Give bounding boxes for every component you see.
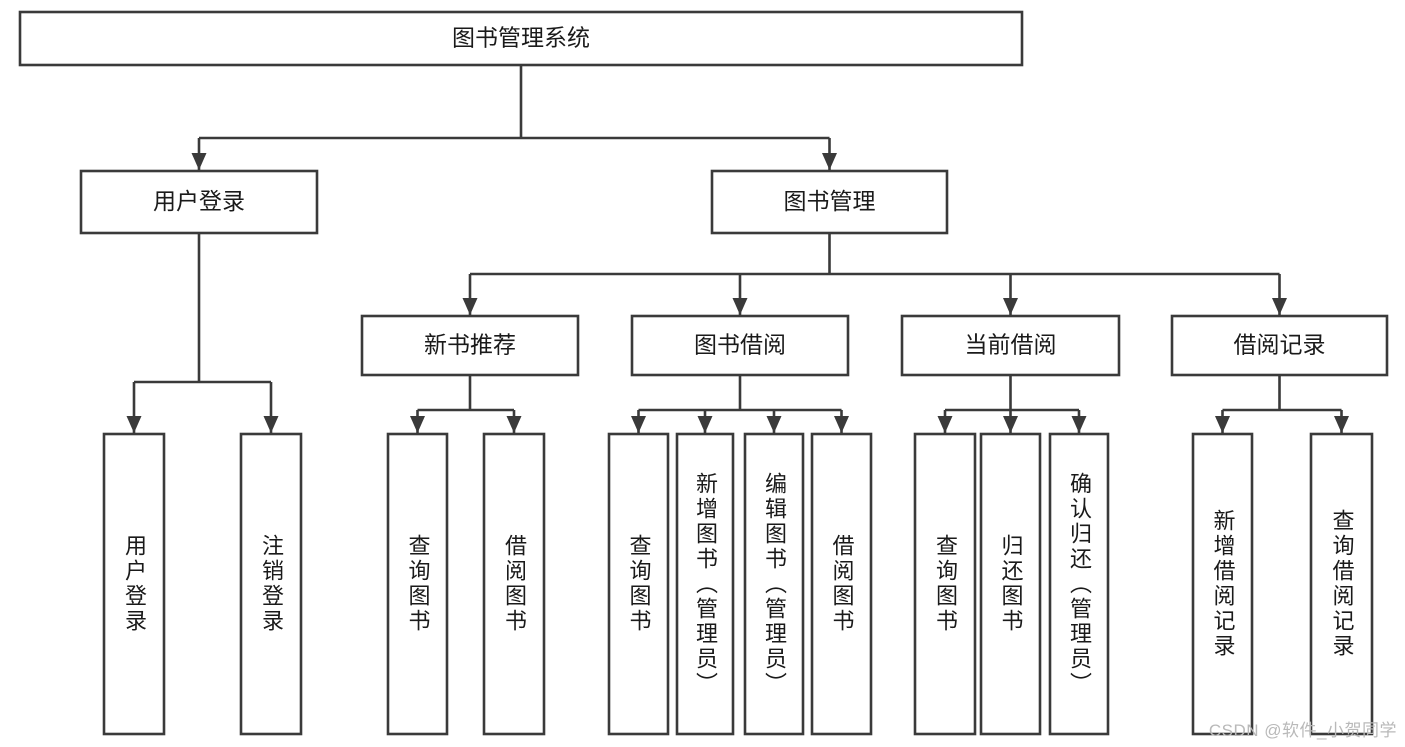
- node-leaf-6[interactable]: [743, 432, 805, 736]
- edge-current-arrow-1: [1003, 416, 1018, 433]
- node-leaf-9[interactable]: [979, 432, 1042, 736]
- node-l2-0-rect: [79, 169, 319, 235]
- node-leaf-7[interactable]: [810, 432, 873, 736]
- node-leaf-3[interactable]: [482, 432, 546, 736]
- node-root-label: 图书管理系统: [452, 25, 590, 51]
- node-leaf-9-rect: [979, 432, 1042, 736]
- node-leaf-7-rect: [810, 432, 873, 736]
- node-leaf-5[interactable]: [675, 432, 735, 736]
- node-leaf-0-rect: [102, 432, 166, 736]
- node-leaf-2[interactable]: [386, 432, 449, 736]
- node-l3-1-rect: [630, 314, 850, 377]
- node-l2-0[interactable]: 用户登录: [79, 169, 319, 235]
- node-leaf-5-rect: [675, 432, 735, 736]
- node-l3-3[interactable]: 借阅记录: [1170, 314, 1389, 377]
- node-l2-0-label: 用户登录: [153, 188, 245, 214]
- node-l3-2-label: 当前借阅: [965, 332, 1057, 358]
- node-l3-2-rect: [900, 314, 1121, 377]
- node-leaf-0[interactable]: [102, 432, 166, 736]
- node-l2-1-rect: [710, 169, 949, 235]
- node-leaf-11[interactable]: [1191, 432, 1254, 736]
- node-leaf-12-rect: [1309, 432, 1374, 736]
- node-leaf-8-rect: [913, 432, 977, 736]
- node-l3-0-label: 新书推荐: [424, 332, 516, 358]
- edge-bookmgmt-arrow-3: [1272, 298, 1287, 315]
- edge-borrow-arrow-1: [697, 416, 713, 433]
- edge-borrow-arrow-0: [631, 416, 646, 433]
- node-l3-1[interactable]: 图书借阅: [630, 314, 850, 377]
- edge-bookmgmt-arrow-0: [462, 298, 478, 315]
- csdn-watermark: CSDN @软件_小贺同学: [1208, 721, 1397, 740]
- node-leaf-2-rect: [386, 432, 449, 736]
- edge-bookmgmt-arrow-1: [732, 298, 748, 315]
- edge-bookmgmt-arrow-2: [1003, 298, 1018, 315]
- node-l3-0[interactable]: 新书推荐: [360, 314, 580, 377]
- node-leaf-1[interactable]: [239, 432, 303, 736]
- edge-root-arrow-0: [191, 153, 207, 170]
- node-l2-1[interactable]: 图书管理: [710, 169, 949, 235]
- node-leaf-10-rect: [1048, 432, 1110, 736]
- node-leaf-4[interactable]: [607, 432, 670, 736]
- node-root-rect: [18, 10, 1024, 67]
- node-leaf-3-rect: [482, 432, 546, 736]
- edge-root-arrow-1: [822, 153, 837, 170]
- connector-layer: [126, 65, 1349, 433]
- edge-borrow-arrow-3: [834, 416, 849, 433]
- node-leaf-11-rect: [1191, 432, 1254, 736]
- node-leaf-1-rect: [239, 432, 303, 736]
- node-leaf-6-rect: [743, 432, 805, 736]
- edge-newbook-arrow-1: [506, 416, 522, 433]
- node-l3-3-rect: [1170, 314, 1389, 377]
- edge-current-arrow-0: [937, 416, 953, 433]
- node-leaf-10[interactable]: [1048, 432, 1110, 736]
- node-leaf-4-rect: [607, 432, 670, 736]
- node-l3-1-label: 图书借阅: [694, 332, 786, 358]
- edge-borrow-arrow-2: [766, 416, 782, 433]
- node-leaf-8[interactable]: [913, 432, 977, 736]
- node-l2-1-label: 图书管理: [784, 188, 876, 214]
- node-l3-3-label: 借阅记录: [1234, 332, 1326, 358]
- node-root[interactable]: 图书管理系统: [18, 10, 1024, 67]
- edge-record-arrow-1: [1334, 416, 1349, 433]
- node-l3-2[interactable]: 当前借阅: [900, 314, 1121, 377]
- edge-newbook-arrow-0: [410, 416, 425, 433]
- edge-current-arrow-2: [1071, 416, 1087, 433]
- edge-userlogin-arrow-0: [126, 416, 142, 433]
- edge-userlogin-arrow-1: [263, 416, 279, 433]
- node-l3-0-rect: [360, 314, 580, 377]
- edge-record-arrow-0: [1215, 416, 1230, 433]
- node-leaf-12[interactable]: [1309, 432, 1374, 736]
